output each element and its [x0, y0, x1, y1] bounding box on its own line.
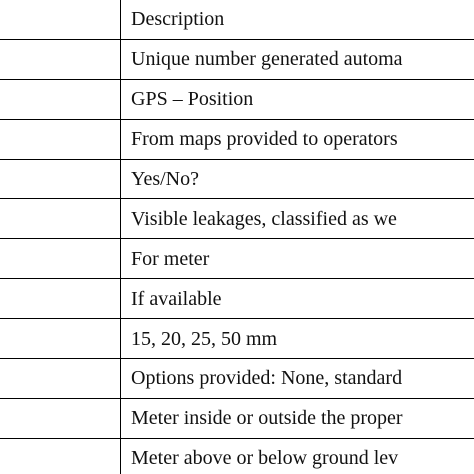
description-cell: GPS – Position	[120, 78, 474, 120]
table-row: ude GPS – Position	[0, 78, 474, 120]
field-cell: ude	[0, 78, 121, 120]
description-cell: Unique number generated automa	[120, 38, 474, 80]
description-cell: Meter above or below ground lev	[120, 437, 474, 474]
table-row: Visible leakages, classified as we	[0, 198, 474, 240]
field-cell	[0, 238, 121, 280]
field-cell	[0, 198, 121, 240]
description-cell: Yes/No?	[120, 158, 474, 200]
field-cell	[0, 118, 121, 160]
description-cell: Options provided: None, standard	[120, 358, 474, 399]
description-cell: 15, 20, 25, 50 mm	[120, 318, 474, 360]
description-cell: From maps provided to operators	[120, 118, 474, 160]
field-cell	[0, 437, 121, 474]
table-row: Options provided: None, standard	[0, 358, 474, 399]
description-cell: Meter inside or outside the proper	[120, 397, 474, 439]
table-row: For meter	[0, 238, 474, 280]
table-row: Meter above or below ground lev	[0, 437, 474, 474]
field-cell	[0, 0, 121, 40]
table-row: 15, 20, 25, 50 mm	[0, 318, 474, 360]
table-row: Unique number generated automa	[0, 38, 474, 80]
description-cell: If available	[120, 278, 474, 320]
field-cell	[0, 318, 121, 360]
description-cell: Visible leakages, classified as we	[120, 198, 474, 240]
table-row: From maps provided to operators	[0, 118, 474, 160]
table-row: talled Yes/No?	[0, 158, 474, 200]
field-cell	[0, 397, 121, 439]
field-cell	[0, 278, 121, 320]
description-cell: For meter	[120, 238, 474, 280]
field-cell: talled	[0, 158, 121, 200]
table-row: Meter inside or outside the proper	[0, 397, 474, 439]
table-row: Description	[0, 0, 474, 40]
table-row: If available	[0, 278, 474, 320]
field-cell	[0, 38, 121, 80]
description-header-cell: Description	[120, 0, 474, 40]
field-cell	[0, 358, 121, 399]
